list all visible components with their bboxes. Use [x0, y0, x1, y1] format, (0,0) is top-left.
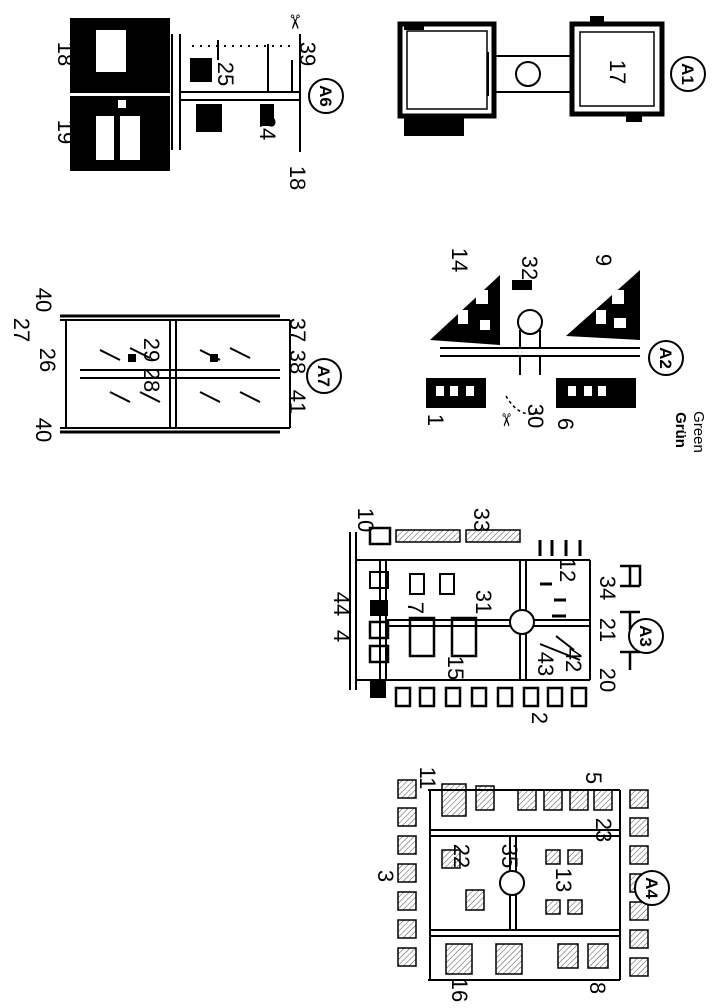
sprue-id-a7: A7: [314, 365, 333, 387]
part-label-4: 4: [329, 630, 354, 642]
part-label-28: 28: [139, 368, 164, 392]
part-label-6: 6: [553, 418, 578, 430]
part-label-16: 16: [447, 978, 472, 1002]
part-label-14: 14: [447, 248, 472, 272]
sprue-a2: ✂ 14 32 9 1 30 6 A2 Grün Green: [423, 248, 707, 453]
part-label-32: 32: [517, 256, 542, 280]
part-label-7: 7: [403, 602, 428, 614]
sprue-id-a1: A1: [678, 63, 697, 85]
part-label-43: 43: [533, 652, 558, 676]
part-label-30: 30: [523, 404, 548, 428]
part-label-36: 36: [197, 108, 222, 132]
sprue-id-a3: A3: [636, 625, 655, 647]
part-label-10: 10: [353, 508, 378, 532]
part-label-20: 20: [595, 668, 620, 692]
part-label-22: 22: [449, 844, 474, 868]
sprue-badge-a3: [628, 618, 664, 654]
part-label-17: 17: [605, 60, 630, 84]
part-label-33: 33: [469, 508, 494, 532]
part-label-25: 25: [213, 62, 238, 86]
part-label-5: 5: [581, 772, 606, 784]
part-label-9: 9: [591, 254, 616, 266]
part-label-31: 31: [471, 590, 496, 614]
sprue-a6: ✂ 18 19 25 39 36 24 18 A6: [53, 14, 344, 190]
part-label-38: 38: [285, 350, 310, 374]
part-label-23: 23: [591, 818, 616, 842]
part-label-19: 19: [53, 120, 78, 144]
part-label-21: 21: [595, 618, 620, 642]
sprue-a3: 10 33 34 12 21 20 31 42 43 15 7 44 4 2 A…: [329, 508, 664, 724]
part-label-40-top: 40: [31, 288, 56, 312]
part-label-44: 44: [329, 592, 354, 616]
scissors-icon: ✂: [283, 14, 305, 31]
part-label-3: 3: [373, 870, 398, 882]
part-label-41: 41: [285, 390, 310, 414]
part-label-27: 27: [9, 318, 34, 342]
part-label-37: 37: [285, 318, 310, 342]
part-label-40-bottom: 40: [31, 418, 56, 442]
sprue-badge-a7: [306, 358, 342, 394]
sprue-badge-a2: [648, 340, 684, 376]
part-label-29: 29: [139, 338, 164, 362]
part-label-18-bottom: 18: [285, 166, 310, 190]
color-label-de: Grün: [672, 412, 689, 448]
part-label-42: 42: [561, 648, 586, 672]
part-label-34: 34: [595, 576, 620, 600]
part-label-13: 13: [551, 868, 576, 892]
sprue-id-a4: A4: [642, 877, 661, 899]
sprue-badge-a4: [634, 870, 670, 906]
sprue-a4: 11 5 23 35 22 13 3 16 8 A4: [373, 767, 670, 1002]
part-label-24: 24: [255, 116, 280, 140]
part-label-18-top: 18: [53, 42, 78, 66]
part-label-26: 26: [35, 348, 60, 372]
sprue-a7: 40 27 26 29 28 37 38 41 40 A7: [9, 288, 342, 442]
sprue-id-a2: A2: [656, 347, 675, 369]
part-label-35: 35: [497, 844, 522, 868]
part-label-1: 1: [423, 414, 448, 426]
part-label-12: 12: [555, 558, 580, 582]
sprue-a1: 17 A1: [397, 16, 706, 136]
part-label-11: 11: [415, 767, 440, 790]
sprue-badge-a6: [308, 78, 344, 114]
part-label-2: 2: [527, 712, 552, 724]
sprue-id-a6: A6: [316, 85, 335, 107]
part-label-15: 15: [443, 656, 468, 680]
color-label-en: Green: [690, 411, 707, 453]
part-label-39: 39: [295, 42, 320, 66]
part-label-8: 8: [585, 982, 610, 994]
sprue-badge-a1: [670, 56, 706, 92]
scissors-icon: ✂: [496, 412, 516, 427]
